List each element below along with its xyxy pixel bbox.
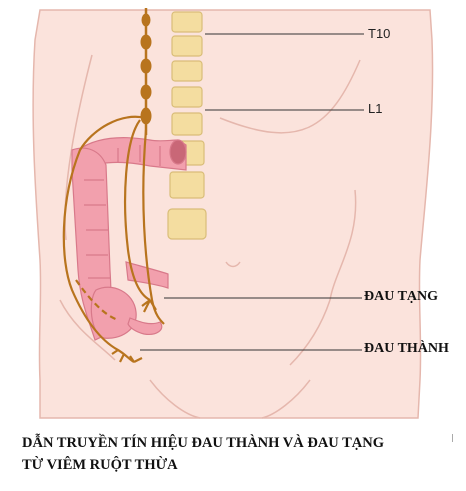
vertebra [171, 11, 203, 33]
figure-caption: DẪN TRUYỀN TÍN HIỆU ĐAU THÀNH VÀ ĐAU TẠN… [22, 432, 384, 476]
caption-line-1: DẪN TRUYỀN TÍN HIỆU ĐAU THÀNH VÀ ĐAU TẠN… [22, 435, 385, 451]
navel [225, 261, 241, 268]
vertebra [167, 208, 207, 240]
waist-contour-right [329, 189, 357, 301]
nerve-paths [62, 115, 165, 363]
visceral-nerve-dashed [75, 279, 119, 322]
caption-line-2: TỪ VIÊM RUỘT THỪA [22, 457, 178, 473]
groin-line-right [261, 379, 311, 419]
colon [71, 137, 187, 341]
vertebra [171, 35, 203, 57]
visceral-pain-label: ĐAU TẠNG [364, 289, 439, 304]
sympathetic-chain [140, 8, 152, 135]
colon-opening [169, 139, 187, 165]
l1-label: L1 [368, 101, 383, 116]
leader-lines [140, 33, 364, 351]
corner-mark [452, 434, 453, 442]
groin-line-left [149, 379, 201, 419]
vertebra [169, 171, 205, 199]
hip-contour-right [289, 299, 331, 366]
rib-contour-right [219, 59, 361, 134]
hip-contour-left [59, 299, 116, 361]
parietal-pain-label: ĐAU THÀNH [364, 341, 449, 356]
vertebra [171, 86, 203, 108]
vertebra [171, 112, 203, 136]
t10-label: T10 [368, 26, 391, 41]
vertebra [171, 60, 203, 82]
